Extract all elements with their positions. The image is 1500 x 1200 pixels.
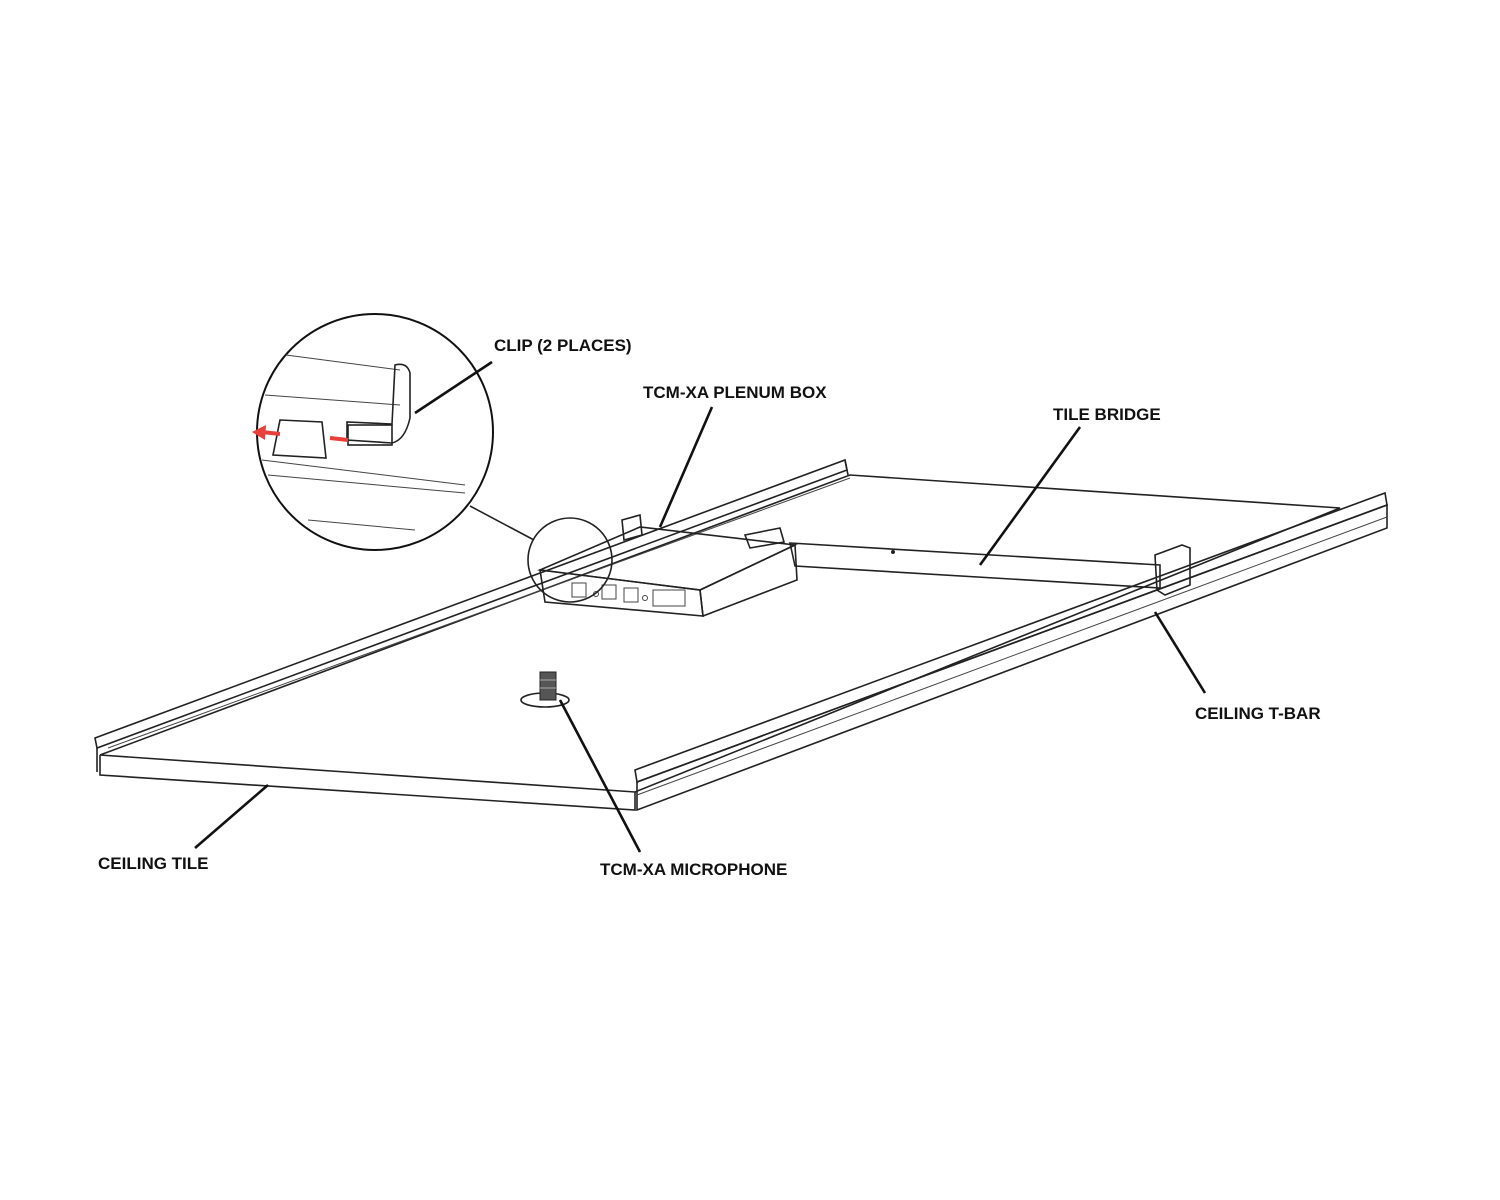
label-ceiling-tbar: CEILING T-BAR <box>1195 704 1321 723</box>
clip-detail-inset <box>252 313 494 551</box>
left-ceiling-tbar <box>94 458 849 772</box>
label-tile-bridge: TILE BRIDGE <box>1053 405 1161 424</box>
label-clip: CLIP (2 PLACES) <box>494 336 632 355</box>
plenum-leader <box>658 406 714 528</box>
detail-callout-circle <box>527 517 613 603</box>
right-ceiling-tbar <box>634 491 1388 812</box>
tile-bridge <box>788 542 1161 589</box>
mic-leader <box>558 699 642 853</box>
label-plenum-box: TCM-XA PLENUM BOX <box>643 383 827 402</box>
plenum-box <box>536 513 798 618</box>
tbar-leader <box>1153 611 1207 694</box>
tile-leader <box>194 784 269 849</box>
red-arrow-icon <box>252 425 266 440</box>
label-ceiling-tile: CEILING TILE <box>98 854 209 873</box>
microphone <box>520 671 570 708</box>
label-microphone: TCM-XA MICROPHONE <box>600 860 787 879</box>
bridge-leader <box>978 426 1082 566</box>
ceiling-tile <box>99 474 1341 811</box>
red-arrow-tail <box>329 436 349 442</box>
clip-leader <box>414 360 493 415</box>
